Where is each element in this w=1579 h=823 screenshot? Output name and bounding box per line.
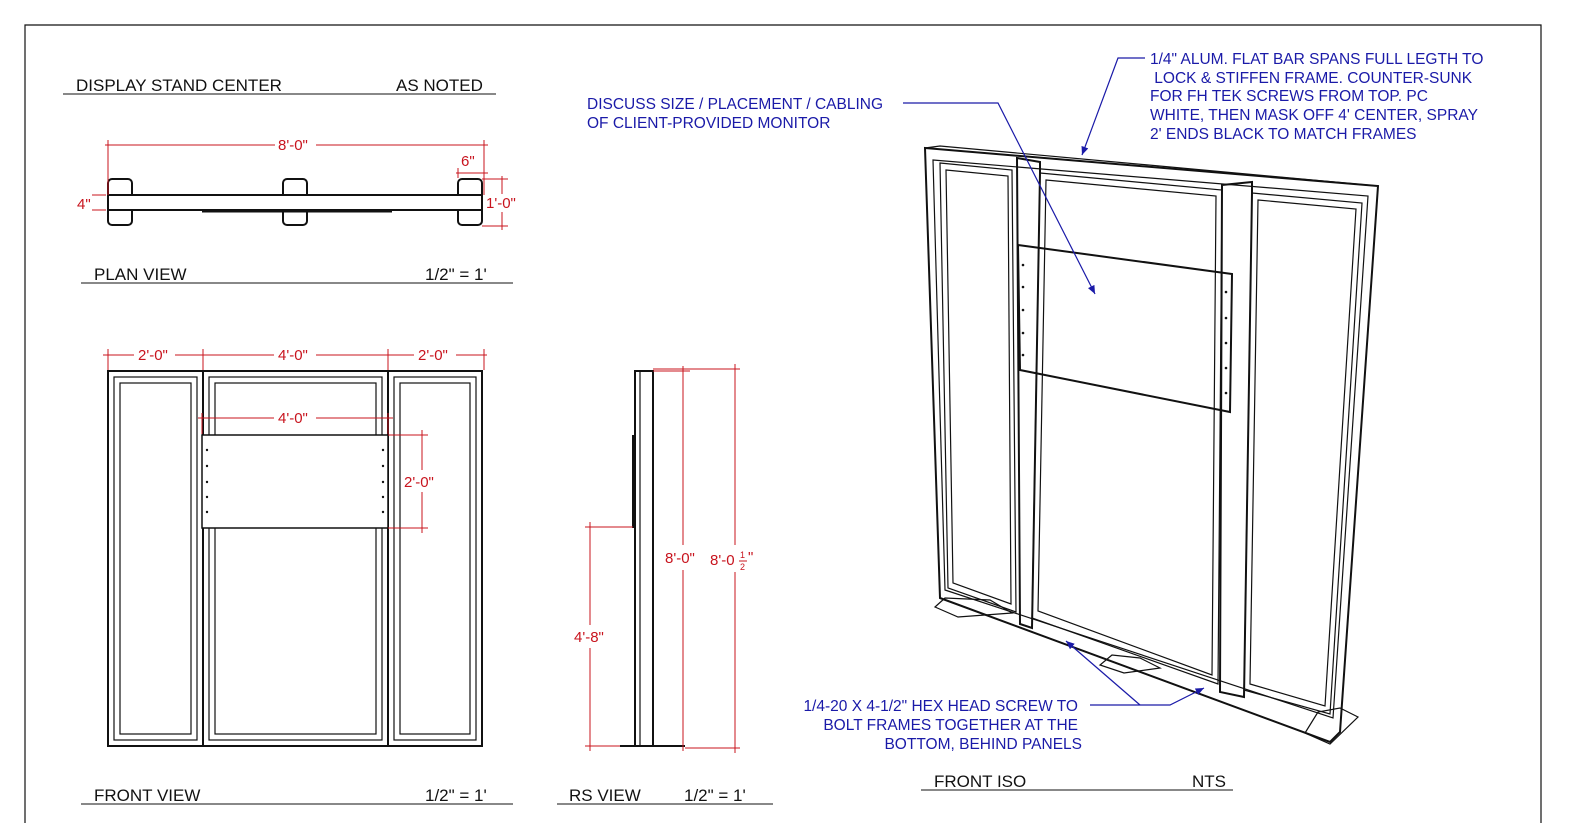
note-monitor-line: OF CLIENT-PROVIDED MONITOR <box>587 115 830 132</box>
note-screw-line: BOLT FRAMES TOGETHER AT THE <box>823 717 1078 734</box>
front-view: 2'-0" 4'-0" 2'-0" 4'-0" 2'-0" FRONT VIEW… <box>81 347 513 805</box>
iso-monitor-panel <box>1016 243 1234 414</box>
front-iso-view: FRONT ISO NTS <box>921 145 1380 791</box>
note-screw-line: BOTTOM, BEHIND PANELS <box>884 736 1082 753</box>
plan-dim-foot-depth: 1'-0" <box>486 195 516 212</box>
plan-dimensions <box>92 140 508 230</box>
plan-view-scale: 1/2" = 1' <box>425 265 487 284</box>
plan-view-label: PLAN VIEW <box>94 265 187 284</box>
plan-dim-bar-depth: 4" <box>77 196 91 213</box>
front-monitor-panel <box>201 434 389 529</box>
note-flat-bar: 1/4" ALUM. FLAT BAR SPANS FULL LEGTH TO … <box>1081 51 1483 156</box>
note-flat-bar-line: LOCK & STIFFEN FRAME. COUNTER-SUNK <box>1150 70 1473 87</box>
rs-view-label: RS VIEW <box>569 786 641 805</box>
rs-dim-frame-height: 8'-0" <box>665 550 695 567</box>
rs-view-scale: 1/2" = 1' <box>684 786 746 805</box>
front-view-label: FRONT VIEW <box>94 786 200 805</box>
front-view-scale: 1/2" = 1' <box>425 786 487 805</box>
note-flat-bar-line: 2' ENDS BLACK TO MATCH FRAMES <box>1150 126 1417 143</box>
front-dim-monitor-height: 2'-0" <box>404 474 434 491</box>
rs-dim-fraction-num: 1 <box>740 550 745 560</box>
front-dimensions <box>103 349 487 533</box>
note-screw: 1/4-20 X 4-1/2" HEX HEAD SCREW TO BOLT F… <box>803 640 1205 753</box>
rs-dim-inch-mark: " <box>748 549 753 566</box>
note-monitor-line: DISCUSS SIZE / PLACEMENT / CABLING <box>587 96 883 113</box>
front-iso-label: FRONT ISO <box>934 772 1026 791</box>
note-flat-bar-line: 1/4" ALUM. FLAT BAR SPANS FULL LEGTH TO <box>1150 51 1483 68</box>
note-flat-bar-line: WHITE, THEN MASK OFF 4' CENTER, SPRAY <box>1150 107 1478 124</box>
note-monitor: DISCUSS SIZE / PLACEMENT / CABLING OF CL… <box>587 96 1096 295</box>
plan-view: 8'-0" 6" 4" 1'-0" PLAN VIEW 1/2" = 1' <box>77 137 516 284</box>
plan-dim-foot-width: 6" <box>461 153 475 170</box>
sheet-title: DISPLAY STAND CENTER <box>76 76 282 95</box>
rs-dim-fraction-den: 2 <box>740 562 745 572</box>
plan-dim-overall: 8'-0" <box>278 137 308 154</box>
note-flat-bar-line: FOR FH TEK SCREWS FROM TOP. PC <box>1150 88 1428 105</box>
rs-dimensions <box>585 364 740 753</box>
front-dim-left: 2'-0" <box>138 347 168 364</box>
front-dim-right: 2'-0" <box>418 347 448 364</box>
note-screw-line: 1/4-20 X 4-1/2" HEX HEAD SCREW TO <box>803 698 1078 715</box>
rs-view: 4'-8" 8'-0" 8'-0 1 2 " RS VIEW 1/2" = 1' <box>557 364 773 805</box>
front-iso-scale: NTS <box>1192 772 1226 791</box>
sheet-title-block: DISPLAY STAND CENTER AS NOTED <box>63 76 496 95</box>
front-dim-center: 4'-0" <box>278 347 308 364</box>
sheet-border <box>24 24 1542 823</box>
rs-dim-monitor-bottom: 4'-8" <box>574 629 604 646</box>
rs-dim-overall-height: 8'-0 <box>710 552 735 569</box>
front-dim-monitor-width: 4'-0" <box>278 410 308 427</box>
sheet-scale: AS NOTED <box>396 76 483 95</box>
